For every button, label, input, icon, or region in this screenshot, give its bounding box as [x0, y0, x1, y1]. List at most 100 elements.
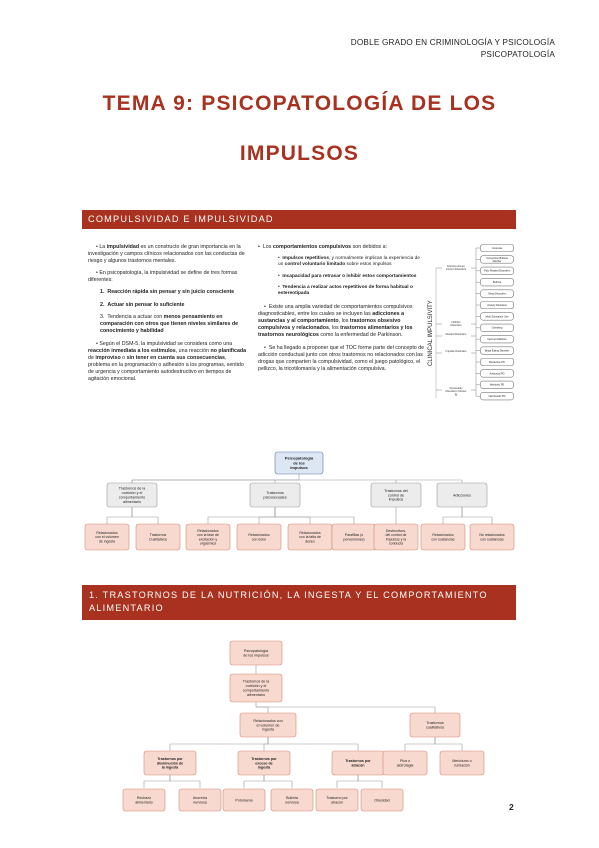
fig-item-label: Narcissistic PD [489, 395, 506, 398]
d2-connector [169, 775, 201, 788]
d1-level1-node-box [106, 482, 158, 508]
fig-item: Anorexia [480, 243, 514, 253]
fig-item: Narcissistic PD [480, 392, 514, 401]
fig-item-box [480, 380, 514, 389]
left-column-text: • La impulsividad es un constructo de gr… [88, 244, 247, 383]
d1-connector [258, 507, 276, 524]
d1-connector [274, 507, 311, 524]
fig-item-box [480, 323, 514, 332]
fig-item-label: Multi Substance Use [486, 315, 510, 318]
d1-connector [442, 507, 463, 524]
d2-connector [357, 775, 383, 788]
d2-connector [263, 775, 293, 788]
fig-item-label: Antisocial PD [490, 372, 505, 375]
fig-item-box [480, 312, 514, 321]
fig-item: Internet Addiction [480, 335, 514, 344]
fig-item-box [480, 266, 514, 275]
d2-connector [263, 737, 269, 751]
d2-level2-node-box [239, 712, 297, 738]
d2-level3-node-box [237, 750, 291, 776]
d2-connector [404, 737, 436, 751]
d1-level1-node-box [436, 482, 488, 508]
fig-item-label: Anorexia [492, 247, 502, 250]
section-heading-trastornos-nutricion: 1. TRASTORNOS DE LA NUTRICIÓN, LA INGEST… [82, 585, 516, 620]
d1-level2-node-box [236, 523, 282, 551]
fig-group-label: Impulse Disorders [446, 349, 468, 353]
d1-level2-node-box [185, 523, 231, 551]
running-header-course: DOBLE GRADO EN CRIMINOLOGÍA Y PSICOLOGÍA [350, 38, 555, 47]
d2-level3-node-box [143, 750, 197, 776]
fig-item-label: Gambling [492, 327, 503, 330]
d1-level2-node-box [135, 523, 181, 551]
d1-level2-node-box [420, 523, 466, 551]
d1-level1-node-box [370, 482, 422, 508]
d2-level4-node-box [270, 788, 314, 812]
fig-item-label: Histrionic PD [490, 384, 505, 387]
d1-level2-node-box [84, 523, 130, 551]
fig-item: Binge Eating Disorder [480, 346, 514, 355]
d2-level4-node: Obesidad [360, 788, 404, 812]
d2-level4-node-label: Potomanía [235, 798, 252, 802]
fig-item-box [480, 278, 514, 287]
fig-item: Histrionic PD [480, 380, 514, 389]
fig-item-box [480, 255, 514, 264]
d2-connector [336, 775, 359, 788]
d1-level1-node: Adicciones [436, 482, 488, 508]
fig-item-label: Binge Eating Disorder [485, 349, 509, 352]
d1-level2-node-box [373, 523, 419, 551]
d1-root-box [274, 451, 324, 475]
d1-connector [274, 507, 355, 524]
fig-item-box [480, 243, 514, 253]
page-title-line2: IMPULSOS [239, 142, 360, 165]
d2-connector [434, 737, 463, 751]
d2-level4-node-box [122, 788, 166, 812]
fig-item-label: Anxiety Disorders [487, 304, 507, 307]
d2-level4-node-box [360, 788, 404, 812]
page-number: 2 [509, 802, 514, 812]
fig-item: Anxiety Disorders [480, 300, 514, 310]
clinical-impulsivity-label: CLINICAL IMPULSIVITY [428, 300, 434, 366]
d2-level3-node-box [382, 750, 428, 776]
fig-item: Bulimia [480, 278, 514, 287]
fig-item-label: Internet Addiction [487, 338, 507, 341]
d2-level1-node-box [229, 673, 283, 703]
d1-level2-node-box [469, 523, 515, 551]
fig-item-label: Sleep Disorders [488, 292, 507, 295]
fig-item-box [480, 346, 514, 355]
